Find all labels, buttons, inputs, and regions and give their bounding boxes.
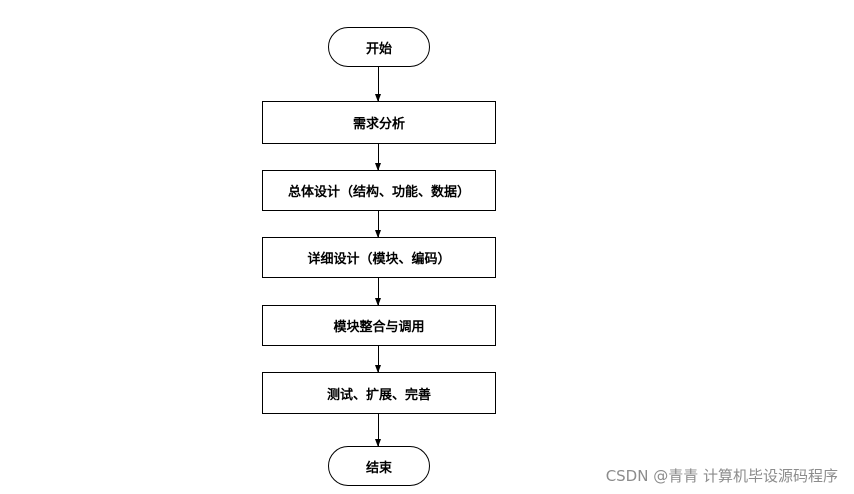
step-overall-design: 总体设计（结构、功能、数据） xyxy=(262,170,496,211)
step-module-integration: 模块整合与调用 xyxy=(262,305,496,346)
step-detailed-design: 详细设计（模块、编码） xyxy=(262,237,496,278)
arrow-step5-to-end xyxy=(375,414,381,447)
arrow-step3-to-step4 xyxy=(375,278,381,306)
step-requirements-analysis: 需求分析 xyxy=(262,101,496,144)
arrow-step4-to-step5 xyxy=(375,346,381,373)
watermark: CSDN @青青 计算机毕设源码程序 xyxy=(605,467,838,485)
arrow-start-to-step1 xyxy=(375,67,381,102)
arrow-step1-to-step2 xyxy=(375,144,381,171)
step-testing: 测试、扩展、完善 xyxy=(262,372,496,414)
arrow-step2-to-step3 xyxy=(375,211,381,238)
start-node: 开始 xyxy=(328,27,430,67)
end-node: 结束 xyxy=(328,446,430,486)
